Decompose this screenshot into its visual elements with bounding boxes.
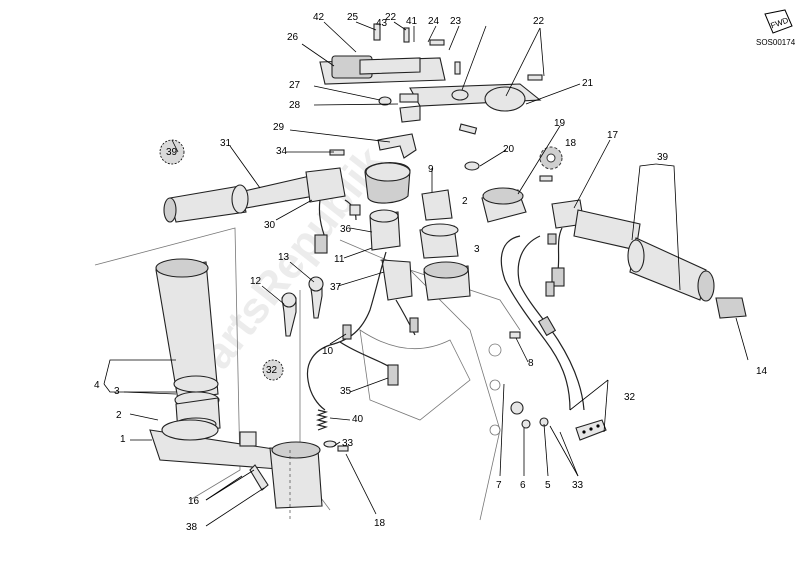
part-number-label: 39 xyxy=(166,147,178,158)
part-number-label: 14 xyxy=(756,366,768,377)
part-number-label: 28 xyxy=(289,100,301,111)
part-number-label: 43 xyxy=(376,18,388,29)
part-number-label: 34 xyxy=(276,146,288,157)
part-number-label: 20 xyxy=(503,144,515,155)
reference-badge xyxy=(262,359,284,381)
right-handlebar xyxy=(551,199,747,319)
fork-tube-left xyxy=(155,258,221,433)
part-number-label: 19 xyxy=(554,118,566,129)
part-number-label: 31 xyxy=(220,138,232,149)
right-lever-holder xyxy=(464,161,553,223)
part-number-label: 16 xyxy=(188,496,200,507)
part-number-label: 17 xyxy=(607,130,619,141)
part-number-label: 18 xyxy=(374,518,386,529)
part-number-label: 2 xyxy=(462,196,468,207)
ignition-switch xyxy=(329,209,419,346)
part-number-label: 24 xyxy=(428,16,440,27)
part-number-label: 41 xyxy=(406,16,418,27)
key-icon xyxy=(308,276,324,319)
part-number-label: 40 xyxy=(352,414,364,425)
fork-top-plugs xyxy=(419,189,471,301)
part-number-label: 32 xyxy=(266,365,278,376)
part-number-label: 5 xyxy=(545,480,551,491)
part-number-label: 3 xyxy=(114,386,120,397)
lower-triple-clamp xyxy=(149,419,323,520)
spring-part xyxy=(315,409,337,448)
part-number-label: 10 xyxy=(322,346,334,357)
small-fasteners xyxy=(337,331,549,452)
part-number-label: 6 xyxy=(520,480,526,491)
steering-damper-assembly xyxy=(319,23,543,135)
part-number-label: 38 xyxy=(186,522,198,533)
part-number-label: 9 xyxy=(428,164,434,175)
diagram-code: SOS00174 xyxy=(756,38,796,47)
part-number-label: 18 xyxy=(565,138,577,149)
part-number-label: 42 xyxy=(313,12,325,23)
part-number-label: 30 xyxy=(264,220,276,231)
part-number-label: 13 xyxy=(278,252,290,263)
part-number-label: 23 xyxy=(450,16,462,27)
part-number-label: 8 xyxy=(528,358,534,369)
part-number-label: 22 xyxy=(533,16,545,27)
part-number-label: 33 xyxy=(342,438,354,449)
throttle-cables xyxy=(500,233,607,441)
lever-part xyxy=(377,133,417,159)
part-number-label: 37 xyxy=(330,282,342,293)
part-number-label: 39 xyxy=(657,152,669,163)
wiring-harness xyxy=(306,341,399,411)
gear-icon xyxy=(539,146,563,170)
part-number-label: 4 xyxy=(94,380,100,391)
key-icon xyxy=(281,292,297,337)
part-number-label: 29 xyxy=(273,122,285,133)
fwd-arrow-icon: FWD xyxy=(764,9,793,34)
part-number-label: 25 xyxy=(347,12,359,23)
part-number-label: 21 xyxy=(582,78,594,89)
part-number-label: 32 xyxy=(624,392,636,403)
part-number-label: 11 xyxy=(334,254,345,265)
part-number-label: 35 xyxy=(340,386,352,397)
left-switch-wiring xyxy=(314,199,361,254)
part-number-label: 36 xyxy=(340,224,352,235)
part-number-label: 26 xyxy=(287,32,299,43)
part-number-label: 33 xyxy=(572,480,584,491)
part-number-label: 12 xyxy=(250,276,262,287)
part-number-label: 7 xyxy=(496,480,502,491)
part-number-label: 1 xyxy=(120,434,126,445)
part-number-label: 3 xyxy=(474,244,480,255)
part-number-label: 27 xyxy=(289,80,301,91)
part-number-label: 2 xyxy=(116,410,122,421)
left-handlebar xyxy=(163,149,411,223)
leader-lines xyxy=(103,21,749,527)
part-number-label: 22 xyxy=(385,12,397,23)
